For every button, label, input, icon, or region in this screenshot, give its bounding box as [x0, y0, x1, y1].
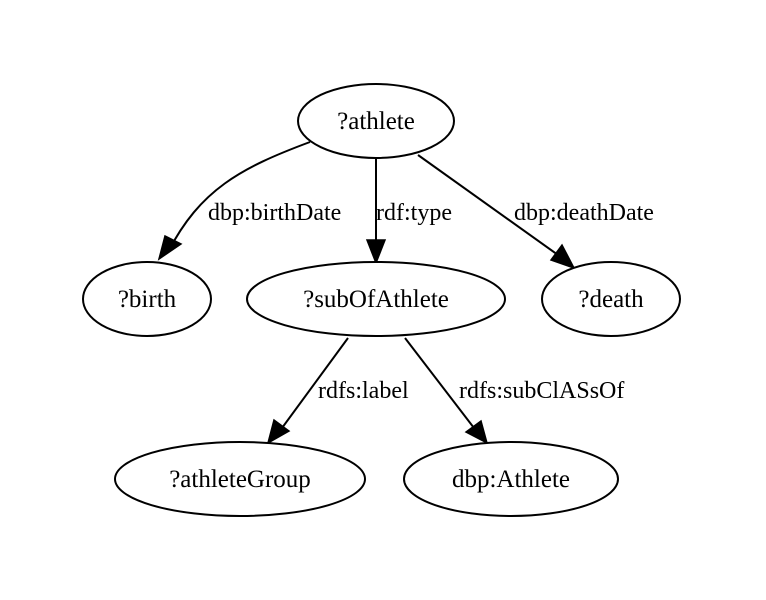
node-dbp-athlete-label: dbp:Athlete: [452, 466, 570, 493]
node-athletegroup-label: ?athleteGroup: [169, 466, 311, 493]
edge-subclassof-label: rdfs:subClASsOf: [459, 378, 624, 404]
edge-birthdate: dbp:birthDate: [157, 141, 341, 261]
edge-birthdate-line: [167, 141, 311, 253]
edge-deathdate-label: dbp:deathDate: [514, 200, 654, 226]
edge-label-line: [281, 337, 349, 429]
edge-subclassof-arrowhead: [464, 419, 489, 445]
edge-deathdate: dbp:deathDate: [417, 154, 654, 270]
edge-type-label: rdf:type: [376, 200, 452, 226]
node-athlete-label: ?athlete: [337, 108, 415, 135]
edge-subclassof: rdfs:subClASsOf: [404, 337, 624, 445]
edge-type-arrowhead: [365, 239, 387, 266]
node-death: ?death: [541, 261, 681, 337]
edge-birthdate-label: dbp:birthDate: [208, 200, 341, 226]
node-athletegroup: ?athleteGroup: [114, 441, 366, 517]
edge-deathdate-arrowhead: [549, 243, 576, 270]
edge-deathdate-line: [417, 154, 559, 256]
node-subofathlete: ?subOfAthlete: [246, 261, 506, 337]
node-athlete-ellipse: [297, 83, 455, 159]
node-birth: ?birth: [82, 261, 212, 337]
node-dbp-athlete-ellipse: [403, 441, 619, 517]
node-athlete: ?athlete: [297, 83, 455, 159]
node-subofathlete-label: ?subOfAthlete: [303, 286, 449, 313]
node-death-label: ?death: [578, 286, 644, 313]
node-dbp-athlete: dbp:Athlete: [403, 441, 619, 517]
node-subofathlete-ellipse: [246, 261, 506, 337]
edge-label: rdfs:label: [266, 337, 409, 445]
node-birth-ellipse: [82, 261, 212, 337]
node-athletegroup-ellipse: [114, 441, 366, 517]
node-death-ellipse: [541, 261, 681, 337]
edge-label-label: rdfs:label: [318, 378, 409, 404]
edge-subclassof-line: [404, 337, 475, 429]
edge-type: rdf:type: [365, 158, 452, 266]
edge-label-arrowhead: [266, 418, 291, 445]
node-birth-label: ?birth: [118, 286, 177, 313]
edge-birthdate-arrowhead: [157, 234, 183, 261]
